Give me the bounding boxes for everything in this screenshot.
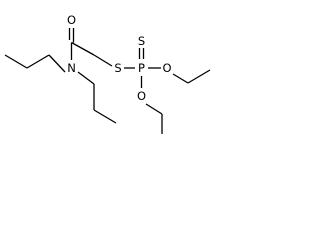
bond-n-propyl1-b: [26, 54, 50, 69]
atom-label-phosphorus: P: [138, 61, 145, 75]
chemical-structure-diagram: O N S P S O O: [4, 13, 211, 134]
bond-ethoxy-right-a: [172, 73, 189, 84]
atom-label-thioether-sulfur: S: [114, 61, 121, 75]
atom-label-carbonyl-oxygen: O: [67, 13, 76, 27]
bond-ethoxy-lower-a: [145, 103, 163, 115]
atom-label-ester-oxygen-right: O: [162, 61, 171, 75]
bond-n-propyl1-c: [4, 54, 28, 69]
atom-labels: O N S P S O O: [67, 13, 172, 103]
atom-label-thione-sulfur: S: [138, 34, 145, 48]
bond-ethoxy-right-b: [187, 69, 211, 84]
atom-label-ester-oxygen-lower: O: [137, 89, 146, 103]
bond-ch2-sulfur: [93, 54, 113, 67]
bond-lines: [4, 28, 211, 134]
bond-carbonyl-ch2: [71, 41, 95, 56]
bond-n-propyl2-a: [77, 71, 95, 85]
bond-n-propyl1-a: [48, 54, 66, 73]
bond-n-propyl2-c: [93, 109, 117, 124]
atom-label-amide-nitrogen: N: [67, 61, 76, 75]
